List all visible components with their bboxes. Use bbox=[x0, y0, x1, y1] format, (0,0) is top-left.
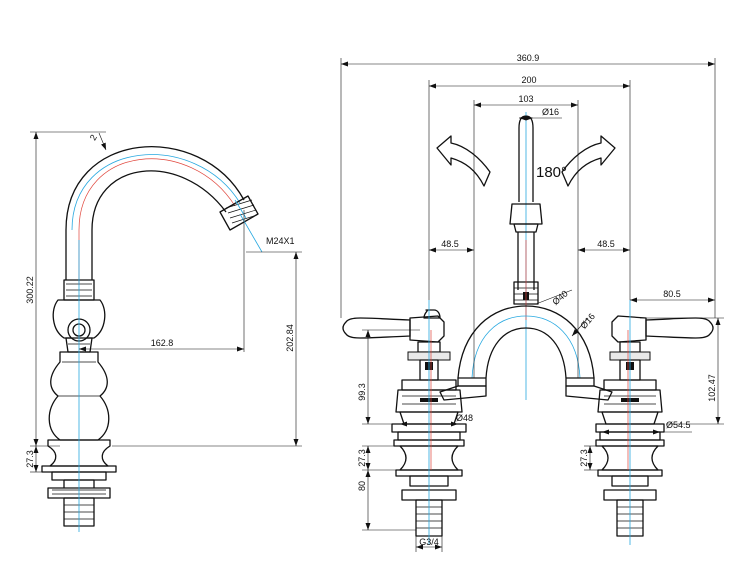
rotation-arrows bbox=[436, 135, 616, 187]
rotation-label: 180° bbox=[536, 164, 567, 181]
body-height-label: 99.3 bbox=[357, 383, 367, 401]
bridge-tube-diameter-label: Ø16 bbox=[578, 311, 597, 330]
side-spout-reach: 162.8 bbox=[151, 338, 174, 348]
overall-width-label: 360.9 bbox=[517, 53, 540, 63]
right-height-label: 102.47 bbox=[707, 374, 717, 402]
side-dimensions bbox=[30, 131, 302, 473]
side-radius-label: 2 bbox=[88, 133, 99, 142]
side-spout bbox=[65, 146, 263, 285]
flange-diameter-label: Ø54.5 bbox=[666, 420, 691, 430]
left-offset-label: 48.5 bbox=[441, 239, 459, 249]
side-base-height: 27.3 bbox=[25, 450, 35, 468]
valve-diameter-label: Ø48 bbox=[456, 413, 473, 423]
spout-diameter-label: Ø16 bbox=[542, 107, 559, 117]
handle-reach-label: 80.5 bbox=[663, 289, 681, 299]
left-base-height-label: 27.3 bbox=[357, 449, 367, 467]
centres-label: 200 bbox=[521, 75, 536, 85]
spout-width-label: 103 bbox=[518, 94, 533, 104]
bridge-diameter-label: Ø40 bbox=[550, 288, 569, 307]
front-view: 180° bbox=[340, 53, 724, 552]
front-dimensions bbox=[340, 58, 724, 552]
side-outlet-thread: M24X1 bbox=[266, 236, 295, 246]
front-spout bbox=[509, 112, 543, 400]
front-right-valve bbox=[595, 300, 714, 545]
side-spout-height: 202.84 bbox=[285, 324, 295, 352]
tail-thread-label: G3/4 bbox=[419, 537, 439, 547]
front-left-valve bbox=[342, 300, 467, 545]
side-total-height: 300.22 bbox=[25, 276, 35, 304]
side-view: 300.22 27.3 162.8 202.84 M24X1 2 bbox=[25, 131, 302, 532]
right-offset-label: 48.5 bbox=[597, 239, 615, 249]
front-bridge bbox=[439, 305, 613, 401]
tail-length-label: 80 bbox=[357, 481, 367, 491]
right-base-height-label: 27.3 bbox=[579, 449, 589, 467]
